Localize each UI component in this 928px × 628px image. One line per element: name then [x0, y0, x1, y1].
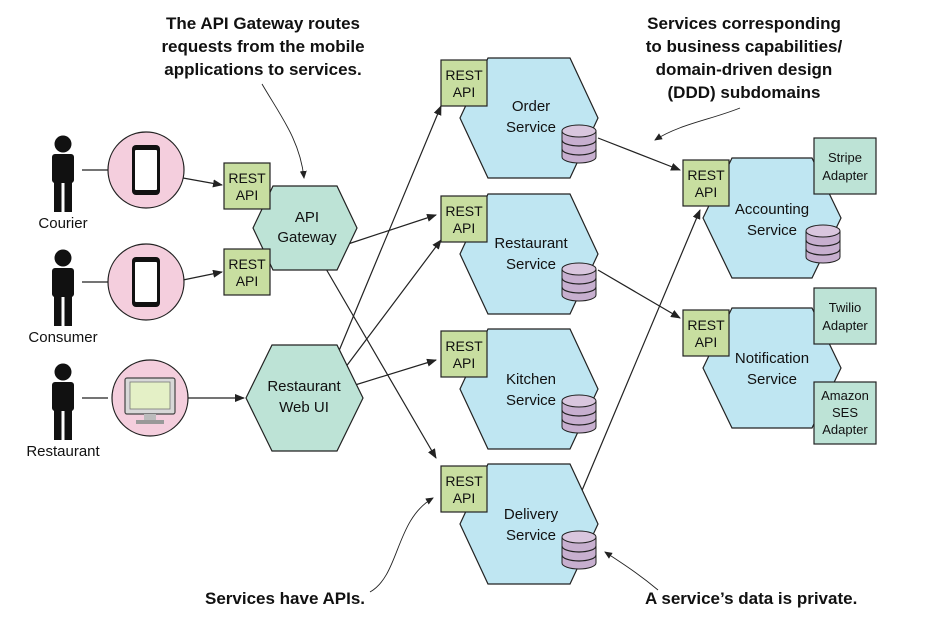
- notification-service-label-2: Service: [747, 371, 797, 388]
- restaurant-service-label-2: Service: [506, 256, 556, 273]
- svg-text:API: API: [236, 273, 259, 289]
- actor-consumer: Consumer: [28, 249, 98, 346]
- gateway-note-line-1: The API Gateway routes: [166, 14, 360, 33]
- smartphone-icon: [132, 257, 160, 307]
- apis-note: Services have APIs.: [205, 497, 434, 608]
- database-icon: [561, 530, 597, 570]
- api-gateway: API Gateway REST API REST API: [223, 162, 358, 296]
- rest-api-accounting: REST API: [682, 159, 730, 207]
- database-icon: [561, 262, 597, 302]
- svg-text:API: API: [236, 187, 259, 203]
- rest-api-consumer-gateway: REST API: [223, 248, 271, 296]
- actor-courier: Courier: [38, 135, 88, 232]
- ddd-note-line-1: Services corresponding: [647, 14, 841, 33]
- actor-consumer-label: Consumer: [28, 329, 97, 346]
- actor-courier-label: Courier: [38, 215, 87, 232]
- apis-note-text: Services have APIs.: [205, 589, 365, 608]
- gateway-note: The API Gateway routes requests from the…: [161, 14, 365, 179]
- courier-mobile-device: [107, 131, 185, 209]
- private-note: A service’s data is private.: [604, 551, 857, 608]
- restaurant-service: Restaurant Service REST API: [440, 193, 599, 315]
- person-icon: [52, 249, 74, 326]
- svg-text:REST: REST: [687, 167, 725, 183]
- monitor-icon: [124, 377, 176, 424]
- twilio-adapter: Twilio Adapter: [813, 287, 877, 345]
- web-ui-label-1: Restaurant: [267, 378, 341, 395]
- rest-api-order: REST API: [440, 59, 488, 107]
- actor-restaurant-label: Restaurant: [26, 443, 100, 460]
- kitchen-service-label-1: Kitchen: [506, 371, 556, 388]
- svg-text:REST: REST: [445, 338, 483, 354]
- rest-api-notification: REST API: [682, 309, 730, 357]
- api-gateway-label-1: API: [295, 209, 319, 226]
- stripe-adapter-label-1: Stripe: [828, 150, 862, 165]
- consumer-mobile-device: [107, 243, 185, 321]
- stripe-adapter: Stripe Adapter: [813, 137, 877, 195]
- rest-api-delivery: REST API: [440, 465, 488, 513]
- actor-restaurant: Restaurant: [26, 363, 101, 460]
- rest-api-kitchen: REST API: [440, 330, 488, 378]
- restaurant-web-device: [111, 359, 189, 437]
- svg-text:REST: REST: [445, 203, 483, 219]
- stripe-adapter-label-2: Adapter: [822, 168, 868, 183]
- kitchen-service: Kitchen Service REST API: [440, 328, 599, 450]
- ddd-note-line-3: domain-driven design: [656, 60, 833, 79]
- ddd-note-line-4: (DDD) subdomains: [668, 83, 821, 102]
- database-icon: [561, 394, 597, 434]
- svg-text:REST: REST: [445, 67, 483, 83]
- person-icon: [52, 135, 74, 212]
- svg-text:REST: REST: [228, 170, 266, 186]
- ses-adapter-label-3: Adapter: [822, 422, 868, 437]
- order-service: Order Service REST API: [440, 57, 599, 179]
- order-service-label-1: Order: [512, 98, 550, 115]
- svg-text:API: API: [695, 334, 718, 350]
- web-ui-label-2: Web UI: [279, 399, 329, 416]
- kitchen-service-label-2: Service: [506, 392, 556, 409]
- notification-service: Notification Service REST API Twilio Ada…: [682, 287, 877, 445]
- svg-text:API: API: [453, 490, 476, 506]
- database-icon: [561, 124, 597, 164]
- svg-text:REST: REST: [445, 473, 483, 489]
- svg-text:API: API: [453, 84, 476, 100]
- svg-text:API: API: [695, 184, 718, 200]
- restaurant-web-ui: Restaurant Web UI: [245, 344, 364, 452]
- svg-text:REST: REST: [687, 317, 725, 333]
- ddd-note-line-2: to business capabilities/: [646, 37, 843, 56]
- restaurant-service-label-1: Restaurant: [494, 235, 568, 252]
- ses-adapter-label-2: SES: [832, 405, 858, 420]
- svg-text:API: API: [453, 220, 476, 236]
- smartphone-icon: [132, 145, 160, 195]
- svg-text:REST: REST: [228, 256, 266, 272]
- twilio-adapter-label-2: Adapter: [822, 318, 868, 333]
- connectors: [82, 105, 701, 501]
- private-note-text: A service’s data is private.: [645, 589, 857, 608]
- ses-adapter: Amazon SES Adapter: [813, 381, 877, 445]
- accounting-service: Accounting Service REST API Stripe Adapt…: [682, 137, 877, 279]
- gateway-note-line-3: applications to services.: [164, 60, 361, 79]
- notification-service-label-1: Notification: [735, 350, 809, 367]
- rest-api-restaurant: REST API: [440, 195, 488, 243]
- api-gateway-label-2: Gateway: [277, 229, 337, 246]
- person-icon: [52, 363, 74, 440]
- twilio-adapter-label-1: Twilio: [829, 300, 862, 315]
- order-service-label-2: Service: [506, 119, 556, 136]
- database-icon: [805, 224, 841, 264]
- ses-adapter-label-1: Amazon: [821, 388, 869, 403]
- delivery-service-label-2: Service: [506, 527, 556, 544]
- delivery-service: Delivery Service REST API: [440, 463, 599, 585]
- accounting-service-label-1: Accounting: [735, 201, 809, 218]
- gateway-note-line-2: requests from the mobile: [161, 37, 364, 56]
- ddd-note: Services corresponding to business capab…: [646, 14, 843, 141]
- rest-api-courier-gateway: REST API: [223, 162, 271, 210]
- accounting-service-label-2: Service: [747, 222, 797, 239]
- svg-text:API: API: [453, 355, 476, 371]
- delivery-service-label-1: Delivery: [504, 506, 559, 523]
